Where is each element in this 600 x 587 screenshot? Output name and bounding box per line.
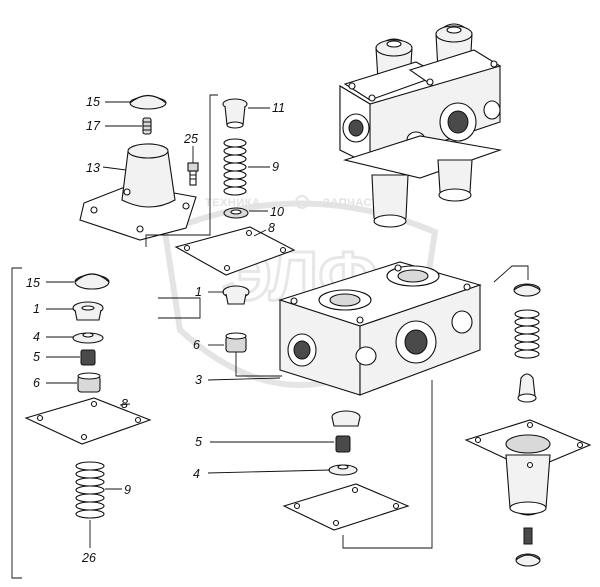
part-11-piston bbox=[222, 98, 248, 129]
callout-10: 10 bbox=[270, 205, 284, 219]
inset-part-6-valve bbox=[77, 372, 101, 393]
inset-left-bracket bbox=[11, 267, 22, 579]
part-5-spring-middle bbox=[335, 435, 351, 453]
callout-15-top: 15 bbox=[86, 95, 100, 109]
part-1-piston-middle bbox=[222, 285, 250, 305]
callout-8-top: 8 bbox=[268, 221, 275, 235]
callout-leaders-inset bbox=[46, 281, 131, 548]
callout-25: 25 bbox=[183, 132, 198, 146]
part-spring-right bbox=[514, 309, 540, 359]
callout-13: 13 bbox=[86, 161, 100, 175]
callout-15-inset: 15 bbox=[26, 276, 40, 290]
part-3-valve-body bbox=[278, 261, 482, 396]
callout-11: 11 bbox=[272, 101, 285, 115]
callout-5-inset: 5 bbox=[33, 350, 40, 364]
watermark-text-right: ЗАПЧАСТИ bbox=[323, 197, 387, 209]
frame-line-bottom-center bbox=[342, 380, 433, 549]
callout-leaders-middle bbox=[207, 291, 334, 474]
callout-1-inset: 1 bbox=[33, 302, 40, 316]
frame-line-top-center bbox=[145, 94, 218, 247]
part-plunger-right bbox=[517, 373, 537, 403]
callout-4-middle: 4 bbox=[193, 467, 200, 481]
inset-part-5-spring bbox=[80, 349, 96, 366]
part-10-washer bbox=[223, 207, 249, 219]
callout-26: 26 bbox=[81, 551, 96, 565]
callout-leaders-top-left bbox=[102, 101, 194, 171]
part-4-seal-middle bbox=[328, 464, 358, 476]
inset-part-8-diaphragm bbox=[24, 397, 152, 445]
watermark-text-left: ТЕХНИКА bbox=[205, 197, 260, 209]
callout-4-inset: 4 bbox=[33, 330, 40, 344]
frame-line-middle bbox=[235, 352, 282, 377]
inset-part-1-piston bbox=[72, 301, 104, 321]
callout-6-middle: 6 bbox=[193, 338, 200, 352]
part-17-spring-small bbox=[142, 117, 152, 135]
part-cover-bottom-right bbox=[464, 419, 592, 516]
callout-3: 3 bbox=[195, 373, 202, 387]
callout-8-inset: 8 bbox=[121, 397, 128, 411]
part-25-screw bbox=[187, 162, 199, 186]
part-screw-bottom-right bbox=[515, 527, 541, 567]
part-cap-right bbox=[513, 283, 541, 297]
frame-line-right bbox=[493, 265, 529, 283]
callout-1-middle: 1 bbox=[195, 285, 202, 299]
valve-assembly-top-right bbox=[339, 23, 503, 228]
part-8-diaphragm-bottom bbox=[282, 483, 410, 531]
watermark-gear-icon bbox=[295, 195, 309, 209]
part-6-valve-middle bbox=[225, 332, 247, 353]
part-13-cover-housing bbox=[79, 143, 197, 241]
callout-9-top: 9 bbox=[272, 160, 279, 174]
callout-17: 17 bbox=[86, 119, 101, 133]
part-15-cap-top-left bbox=[129, 94, 167, 110]
inset-part-9-spring bbox=[75, 461, 105, 519]
inset-part-15-cap bbox=[74, 273, 110, 290]
part-9-spring-top bbox=[223, 138, 247, 196]
frame-line-left-middle bbox=[158, 297, 201, 319]
callout-9-inset: 9 bbox=[124, 483, 131, 497]
inset-part-4-seal bbox=[72, 332, 104, 344]
part-valve-under-body bbox=[331, 410, 361, 427]
callout-6-inset: 6 bbox=[33, 376, 40, 390]
part-8-diaphragm-top bbox=[174, 226, 296, 276]
callout-5-middle: 5 bbox=[195, 435, 202, 449]
callout-leaders-top-center bbox=[248, 107, 270, 237]
